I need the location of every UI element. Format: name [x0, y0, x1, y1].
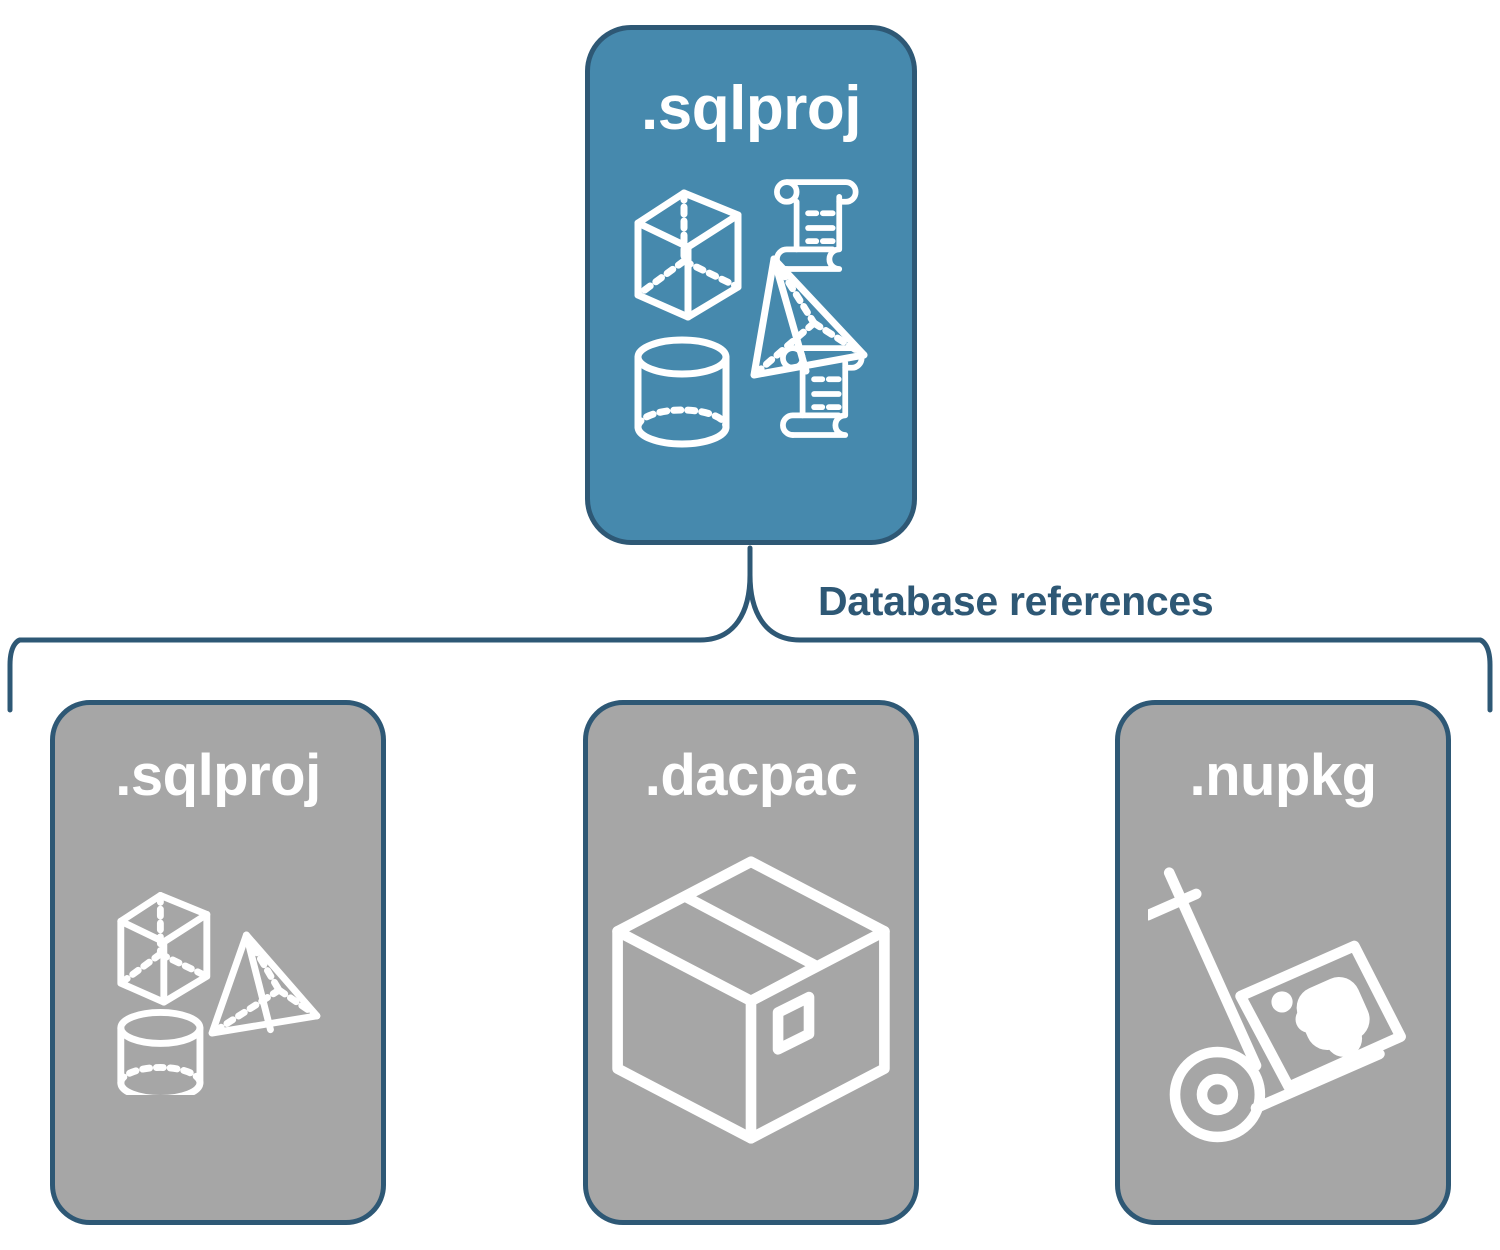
cylinder-icon — [117, 1009, 204, 1102]
cube-icon — [117, 892, 211, 1006]
bracket-left-end — [7, 637, 23, 713]
reference-node-dacpac[interactable]: .dacpac — [583, 700, 919, 1225]
pyramid-icon — [208, 931, 321, 1037]
nuget-hand-truck-icon — [1142, 855, 1418, 1150]
cube-icon — [634, 189, 742, 321]
connector-label: Database references — [818, 578, 1214, 624]
package-box-icon — [606, 850, 896, 1155]
reference-node-label: .sqlproj — [115, 743, 321, 808]
pyramid-icon — [750, 255, 868, 379]
reference-node-label: .nupkg — [1189, 743, 1377, 808]
scroll-icon — [780, 345, 865, 438]
shipping-box-icon — [612, 856, 890, 1144]
scroll-icon — [774, 179, 859, 272]
database-objects-icon — [111, 880, 326, 1102]
reference-node-label: .dacpac — [644, 743, 858, 808]
reference-node-nupkg[interactable]: .nupkg — [1115, 700, 1451, 1225]
bracket-right-end — [1477, 637, 1493, 713]
cylinder-icon — [634, 336, 730, 448]
hand-truck-icon — [1142, 867, 1385, 1143]
bracket-left-arm — [17, 572, 753, 643]
root-node-sqlproj[interactable]: .sqlproj — [585, 25, 917, 545]
reference-node-sqlproj[interactable]: .sqlproj — [50, 700, 386, 1225]
database-objects-and-scripts-icon — [626, 175, 876, 470]
root-node-label: .sqlproj — [641, 74, 861, 143]
nuget-package-icon — [1235, 940, 1406, 1093]
